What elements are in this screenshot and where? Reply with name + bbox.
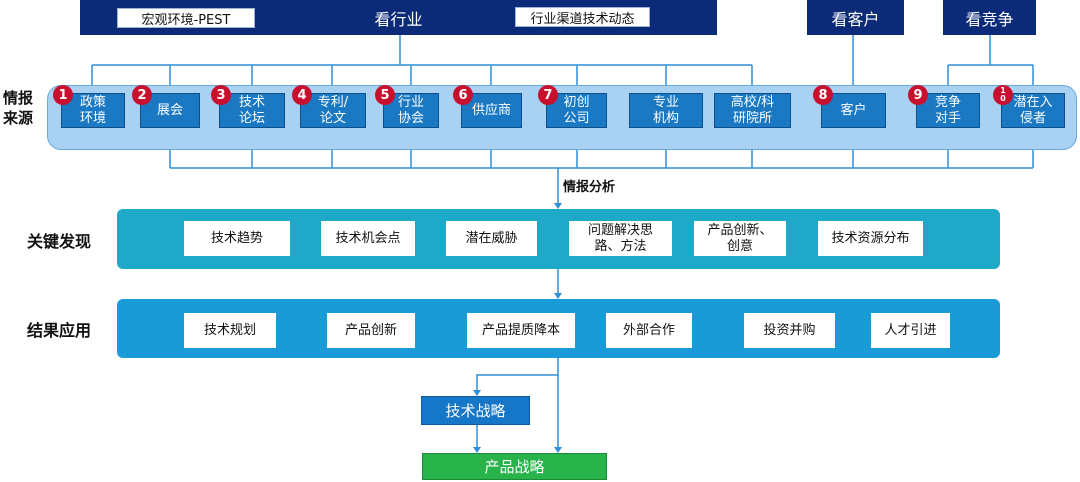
source-box: 专业 机构 bbox=[629, 93, 703, 128]
source-box-label: 专业 机构 bbox=[652, 94, 679, 126]
source-box-label: 潜在入 侵者 bbox=[1013, 94, 1053, 126]
finding-tag: 技术趋势 bbox=[184, 221, 290, 256]
application-tag: 技术规划 bbox=[184, 313, 276, 348]
findings-label: 关键发现 bbox=[27, 232, 92, 251]
source-box-label: 展会 bbox=[156, 102, 183, 118]
source-number-badge: 2 bbox=[132, 85, 152, 105]
source-number-badge: 7 bbox=[538, 85, 558, 105]
source-number-badge: 3 bbox=[211, 85, 231, 105]
pest-box: 宏观环境-PEST bbox=[117, 8, 255, 28]
customers-banner: 看客户 bbox=[807, 0, 904, 35]
application-tag: 产品创新 bbox=[327, 313, 415, 348]
finding-tag: 产品创新、 创意 bbox=[694, 221, 786, 256]
source-box: 行业 协会 bbox=[383, 93, 439, 128]
finding-tag: 技术机会点 bbox=[321, 221, 415, 256]
source-number-badge: 8 bbox=[813, 85, 833, 105]
source-box: 专利/ 论文 bbox=[300, 93, 366, 128]
source-box-label: 专利/ 论文 bbox=[317, 94, 349, 126]
competitors-banner-label: 看竞争 bbox=[965, 9, 1014, 29]
tech-strategy-label: 技术战略 bbox=[445, 402, 506, 420]
source-box-label: 客户 bbox=[840, 102, 867, 118]
application-tag: 投资并购 bbox=[744, 313, 835, 348]
source-box-label: 技术 论坛 bbox=[238, 94, 265, 126]
application-tag: 产品提质降本 bbox=[467, 313, 575, 348]
source-box-label: 行业 协会 bbox=[397, 94, 424, 126]
source-number-badge: 9 bbox=[908, 85, 928, 105]
source-box: 竞争 对手 bbox=[916, 93, 980, 128]
industry-banner-label: 看行业 bbox=[374, 9, 423, 29]
channel-tech-box: 行业渠道技术动态 bbox=[515, 7, 650, 27]
customers-banner-label: 看客户 bbox=[831, 9, 880, 29]
source-number-badge: 1 bbox=[53, 85, 73, 105]
pest-label: 宏观环境-PEST bbox=[141, 12, 231, 28]
channel-tech-label: 行业渠道技术动态 bbox=[530, 11, 635, 27]
application-tag: 外部合作 bbox=[606, 313, 692, 348]
source-box-label: 初创 公司 bbox=[563, 94, 590, 126]
analysis-label: 情报分析 bbox=[563, 180, 616, 195]
application-tag: 人才引进 bbox=[871, 313, 950, 348]
source-number-badge: 4 bbox=[292, 85, 312, 105]
finding-tag: 潜在威胁 bbox=[446, 221, 537, 256]
source-box-label: 供应商 bbox=[471, 102, 511, 118]
sources-label: 情报 来源 bbox=[3, 89, 34, 127]
product-strategy-box: 产品战略 bbox=[422, 453, 607, 480]
competitors-banner: 看竞争 bbox=[943, 0, 1036, 35]
source-box: 初创 公司 bbox=[546, 93, 607, 128]
product-strategy-label: 产品战略 bbox=[484, 458, 545, 476]
source-box: 高校/科 研院所 bbox=[714, 93, 791, 128]
tech-strategy-box: 技术战略 bbox=[421, 396, 530, 425]
source-box-label: 高校/科 研院所 bbox=[730, 94, 775, 126]
finding-tag: 问题解决思 路、方法 bbox=[569, 221, 672, 256]
source-box-label: 竞争 对手 bbox=[934, 94, 961, 126]
applications-label: 结果应用 bbox=[27, 321, 92, 340]
source-box-label: 政策 环境 bbox=[79, 94, 106, 126]
source-number-badge: 6 bbox=[453, 85, 473, 105]
source-box: 潜在入 侵者 bbox=[1001, 93, 1065, 128]
finding-tag: 技术资源分布 bbox=[818, 221, 923, 256]
source-number-badge: 5 bbox=[375, 85, 395, 105]
